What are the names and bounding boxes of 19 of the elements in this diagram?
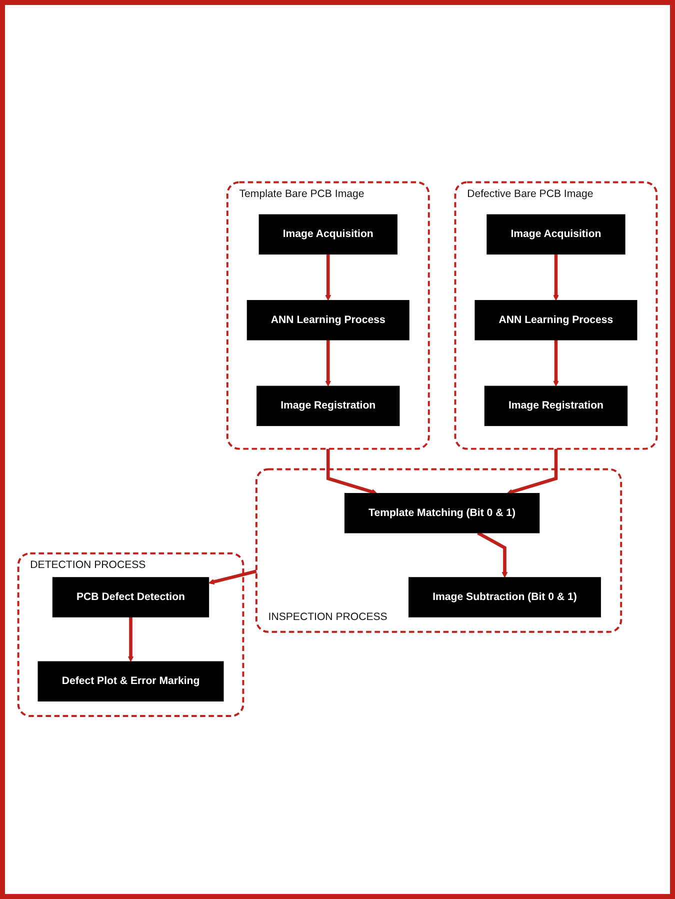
arrow bbox=[553, 254, 559, 301]
arrow bbox=[553, 340, 559, 387]
arrow bbox=[325, 340, 332, 387]
node-box: Image Acquisition bbox=[486, 214, 626, 255]
node-box: Defect Plot & Error Marking bbox=[38, 662, 224, 702]
arrow bbox=[208, 570, 257, 585]
node-box: Image Registration bbox=[484, 386, 628, 426]
node-box: Image Acquisition bbox=[258, 214, 398, 255]
arrow bbox=[128, 617, 134, 662]
arrow bbox=[506, 449, 558, 495]
node-box: Image Subtraction (Bit 0 & 1) bbox=[408, 577, 601, 618]
node-box: ANN Learning Process bbox=[474, 300, 638, 341]
node-box: Image Registration bbox=[256, 386, 400, 426]
node-box: PCB Defect Detection bbox=[52, 577, 210, 618]
node-box: ANN Learning Process bbox=[246, 300, 410, 341]
arrow bbox=[477, 532, 508, 578]
node-box: Template Matching (Bit 0 & 1) bbox=[344, 493, 540, 534]
arrow bbox=[325, 254, 332, 301]
arrow bbox=[326, 449, 378, 495]
